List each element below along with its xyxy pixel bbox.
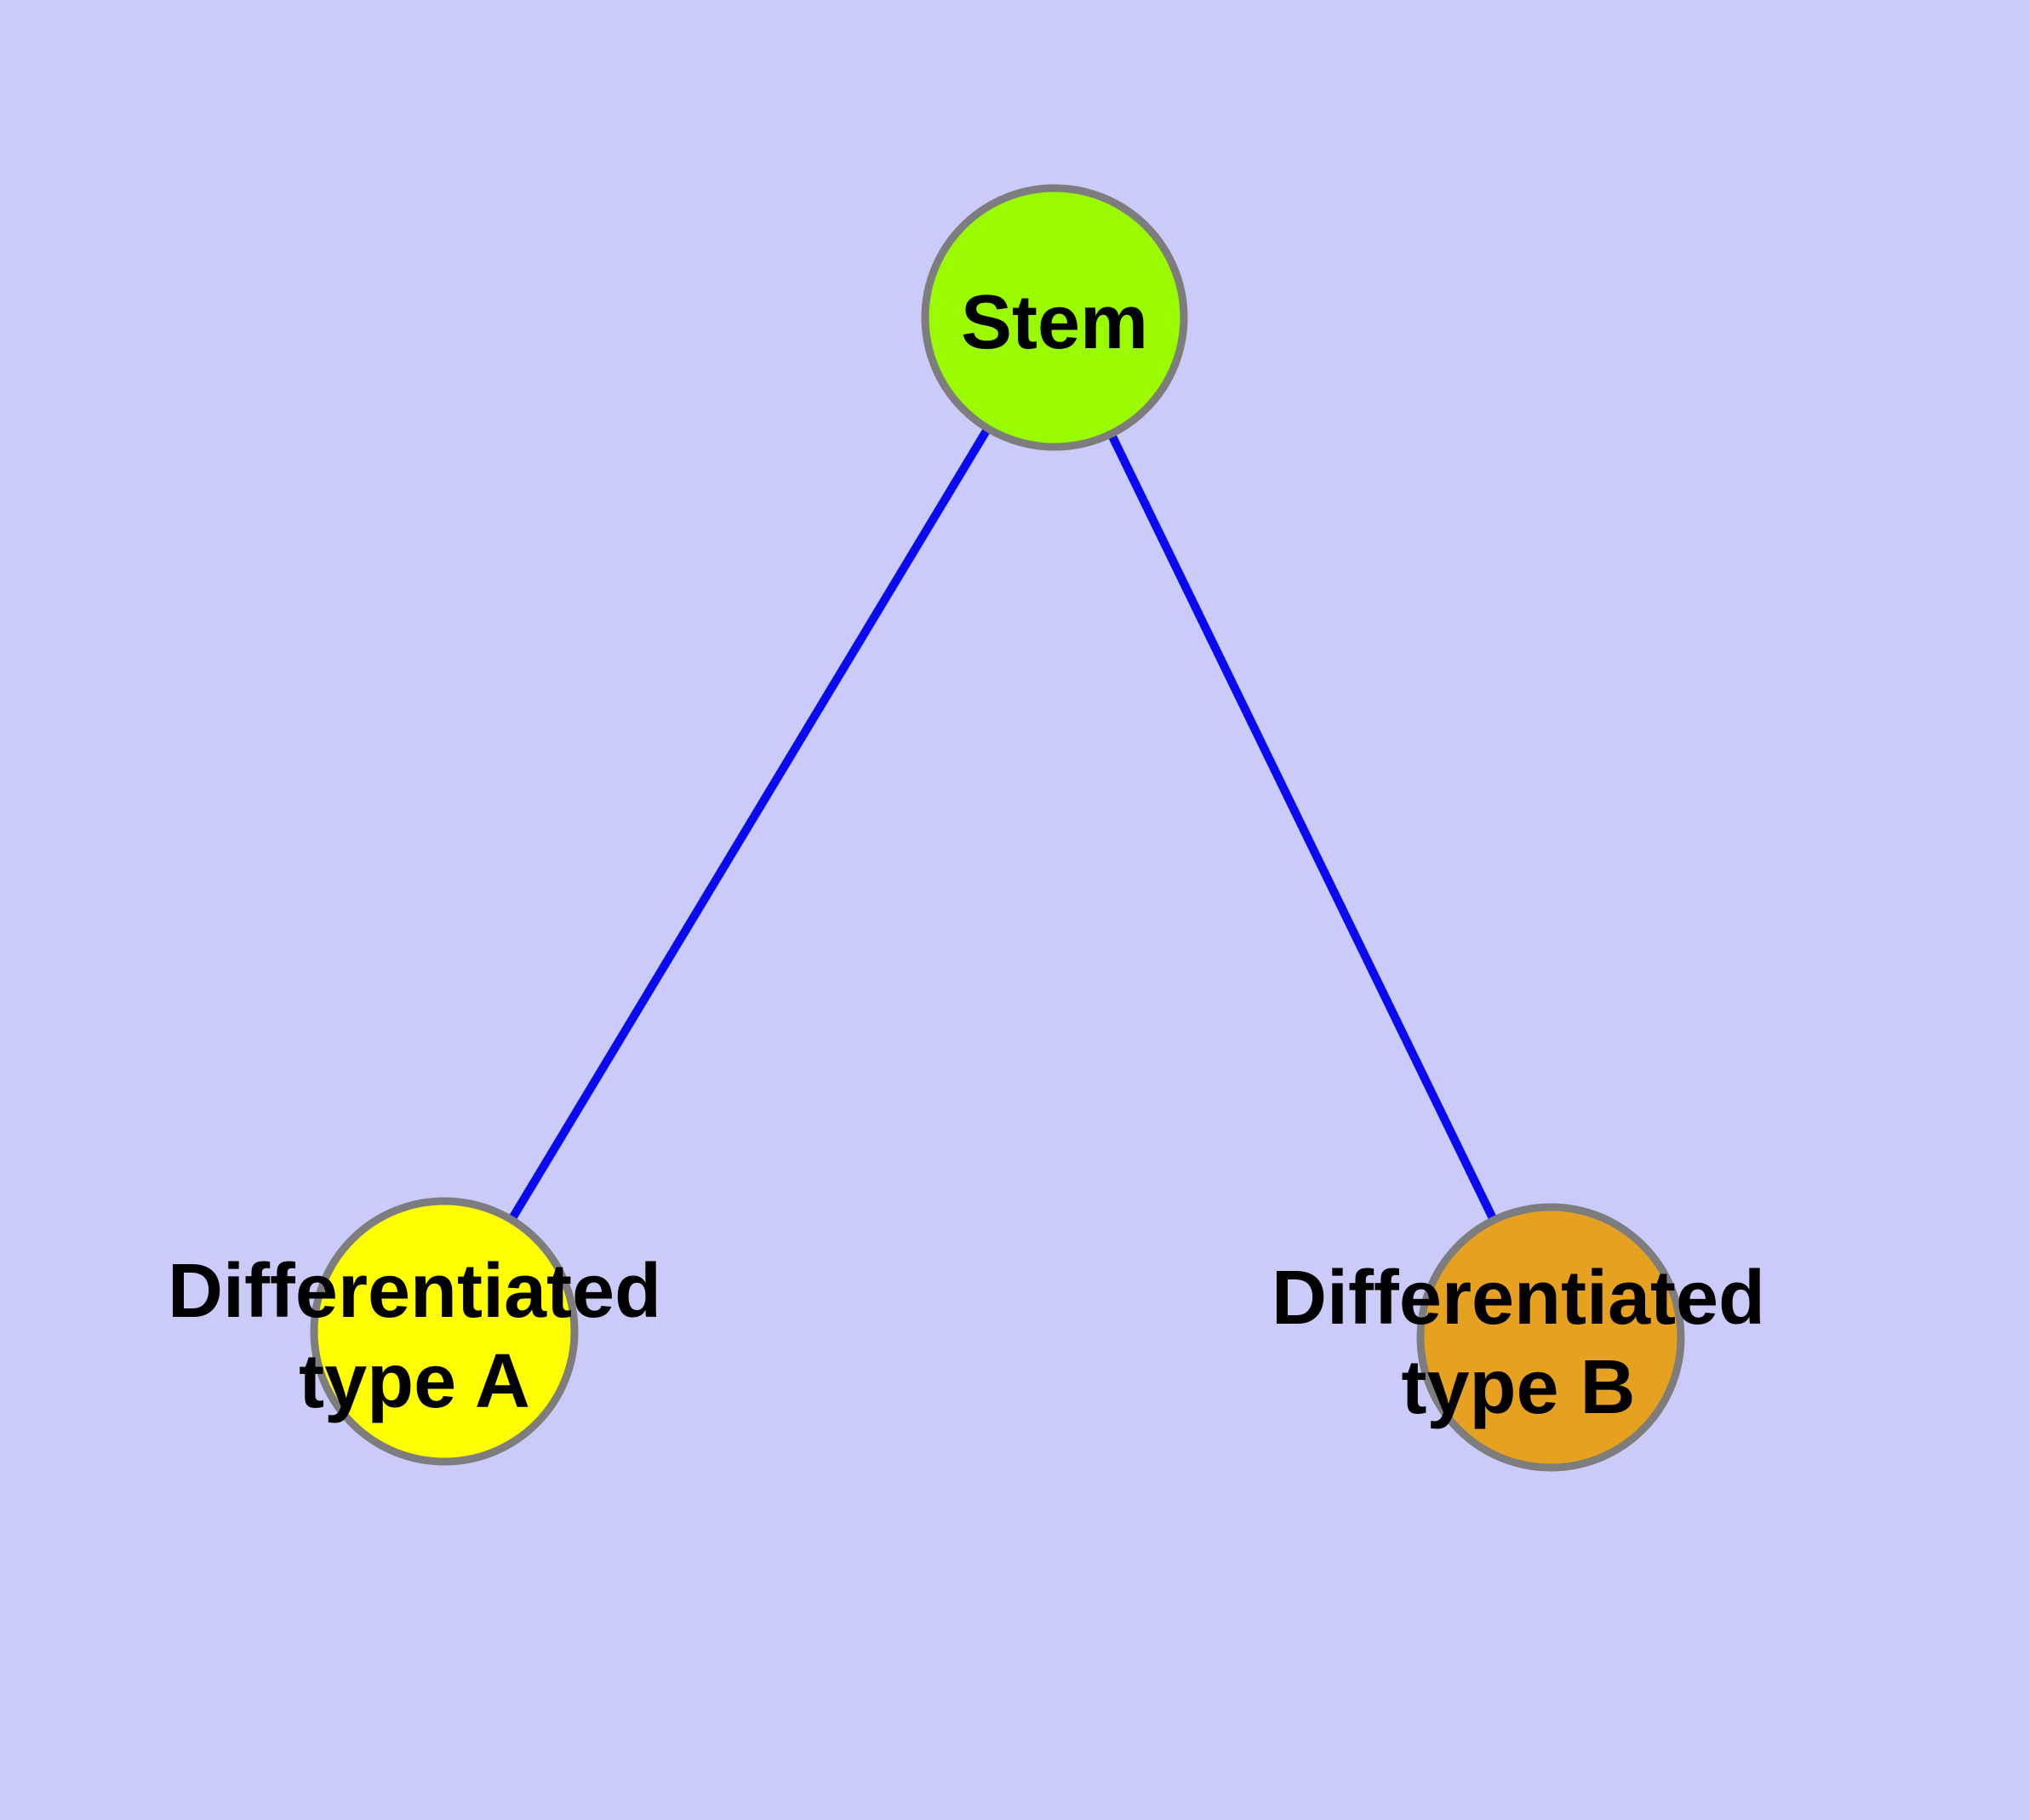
- node-stem: Stem: [921, 184, 1188, 451]
- node-stem-circle: [921, 184, 1188, 451]
- edge-stem-to-type-b: [1050, 315, 1555, 1340]
- edge-stem-to-type-a: [440, 315, 1059, 1334]
- node-type-b-label-line1: Differentiated: [1272, 1256, 1765, 1341]
- node-stem-label: Stem: [961, 280, 1148, 365]
- node-differentiated-type-b: Differentiated type B: [1272, 1203, 1765, 1472]
- node-type-a-label-line2: type A: [299, 1339, 530, 1424]
- node-type-a-label-line1: Differentiated: [168, 1249, 661, 1334]
- node-type-b-label-line2: type B: [1401, 1345, 1635, 1430]
- node-type-a-circle: [310, 1197, 579, 1466]
- node-type-b-circle: [1416, 1203, 1685, 1472]
- node-differentiated-type-a: Differentiated type A: [168, 1197, 661, 1466]
